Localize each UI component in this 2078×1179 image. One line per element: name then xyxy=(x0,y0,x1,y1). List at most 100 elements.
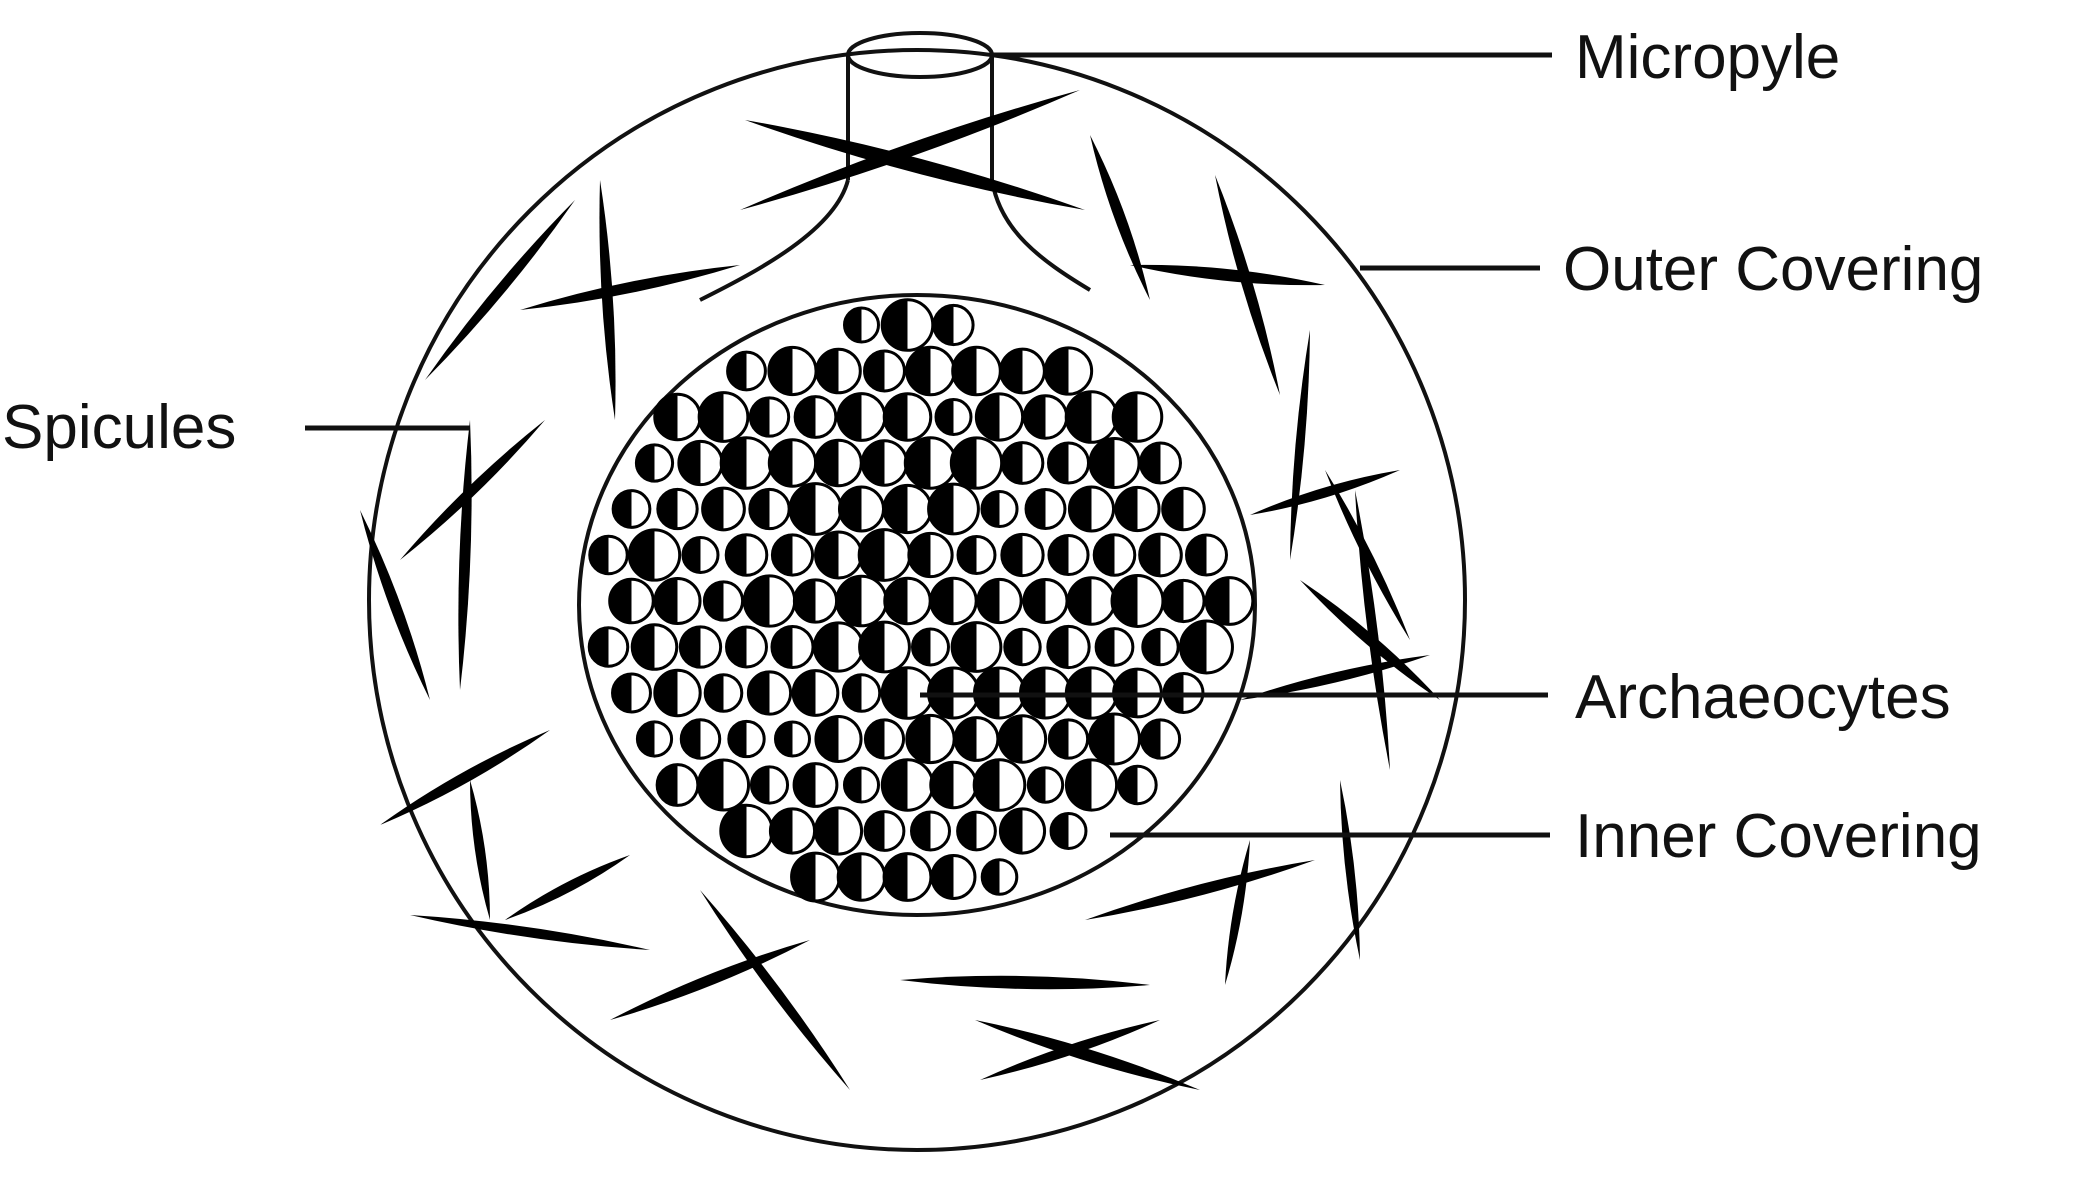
archaeocyte-cell xyxy=(1005,629,1040,664)
archaeocyte-cell xyxy=(955,718,998,761)
archaeocyte-cell xyxy=(680,627,720,667)
micropyle-label: Micropyle xyxy=(1575,23,1840,92)
archaeocyte-cell xyxy=(816,532,862,578)
archaeocyte-cell xyxy=(885,578,930,623)
archaeocyte-cell xyxy=(865,812,904,851)
archaeocyte-cell xyxy=(729,721,764,756)
spicule xyxy=(520,265,740,310)
archaeocyte-cell xyxy=(1113,393,1162,442)
archaeocyte-cell xyxy=(911,812,949,850)
archaeocyte-cell xyxy=(1143,629,1178,664)
archaeocyte-cell xyxy=(658,489,697,528)
archaeocyte-cell xyxy=(1045,348,1091,394)
archaeocyte-cell xyxy=(769,440,815,486)
archaeocyte-cell xyxy=(794,580,836,622)
archaeocyte-cell xyxy=(589,628,628,667)
archaeocyte-cell xyxy=(637,722,671,756)
spicule xyxy=(610,940,810,1020)
archaeocyte-cell xyxy=(1119,766,1156,803)
archaeocyte-cell xyxy=(1206,578,1253,625)
archaeocyte-cell xyxy=(655,670,700,715)
archaeocyte-cell xyxy=(1094,535,1135,576)
archaeocyte-cell xyxy=(750,489,789,528)
archaeocyte-cell xyxy=(1049,720,1087,758)
archaeocyte-cell xyxy=(790,484,841,535)
archaeocyte-cell xyxy=(844,768,878,802)
archaeocyte-cell xyxy=(681,720,719,758)
archaeocyte-cell xyxy=(814,623,862,671)
archaeocyte-cell xyxy=(953,347,1001,395)
archaeocyte-cell xyxy=(838,854,885,901)
archaeocyte-cell xyxy=(1069,487,1113,531)
archaeocyte-cell xyxy=(817,349,861,393)
archaeocyte-cell xyxy=(860,622,910,672)
archaeocyte-cell xyxy=(843,675,879,711)
archaeocyte-cell xyxy=(699,393,748,442)
archaeocyte-cell xyxy=(839,487,883,531)
spicule xyxy=(1250,470,1400,515)
spicule xyxy=(1085,860,1315,920)
archaeocyte-cell xyxy=(727,627,767,667)
spicule xyxy=(505,855,630,920)
spicule xyxy=(1225,840,1250,985)
spicule xyxy=(470,780,490,920)
archaeocyte-cell xyxy=(655,394,700,439)
archaeocyte-cell xyxy=(1112,576,1163,627)
archaeocyte-cell xyxy=(936,400,971,435)
spicule xyxy=(425,200,575,380)
archaeocyte-cell xyxy=(865,720,903,758)
archaeocyte-cell xyxy=(1066,760,1116,810)
archaeocyte-cell xyxy=(679,441,722,484)
archaeocyte-cell xyxy=(744,576,794,626)
archaeocyte-cell xyxy=(770,809,814,853)
archaeocyte-cell xyxy=(1026,490,1065,529)
archaeocyte-cell xyxy=(932,856,975,899)
archaeocyte-cell xyxy=(978,579,1021,622)
archaeocyte-cell xyxy=(705,675,742,712)
spicule xyxy=(599,180,615,420)
archaeocyte-cell xyxy=(951,438,1001,488)
archaeocyte-cell xyxy=(721,805,772,856)
archaeocyte-cell xyxy=(748,672,790,714)
archaeocyte-cell xyxy=(958,537,995,574)
archaeocyte-cell xyxy=(632,625,677,670)
spicule xyxy=(458,420,471,690)
archaeocyte-cell xyxy=(884,854,931,901)
archaeocyte-cell xyxy=(816,716,861,761)
archaeocyte-cell xyxy=(1140,534,1182,576)
archaeocyte-cell xyxy=(704,582,742,620)
archaeocyte-cell xyxy=(862,441,906,485)
archaeocyte-cell xyxy=(751,767,787,803)
archaeocyte-cell xyxy=(772,626,813,667)
archaeocyte-cell xyxy=(1090,438,1139,487)
archaeocyte-cell xyxy=(610,579,654,623)
archaeocyte-cell xyxy=(1028,768,1062,802)
archaeocyte-cell xyxy=(590,536,627,573)
archaeocytes-label: Archaeocytes xyxy=(1575,663,1951,732)
archaeocyte-cell xyxy=(815,808,861,854)
archaeocyte-cell xyxy=(905,438,955,488)
archaeocyte-cell xyxy=(772,535,812,575)
archaeocyte-cell xyxy=(721,438,772,489)
archaeocyte-cell xyxy=(1048,626,1089,667)
spicule xyxy=(1215,175,1280,395)
archaeocyte-cell xyxy=(934,305,973,344)
archaeocyte-cell xyxy=(1024,579,1067,622)
archaeocyte-cell xyxy=(657,765,698,806)
archaeocyte-cell xyxy=(974,760,1025,811)
archaeocyte-cell xyxy=(844,308,878,342)
archaeocyte-cell xyxy=(613,674,651,712)
archaeocyte-cell xyxy=(636,445,672,481)
archaeocyte-cell xyxy=(1001,349,1045,393)
archaeocyte-cell xyxy=(683,538,718,573)
spicule xyxy=(745,120,1085,210)
spicules-label: Spicules xyxy=(2,393,236,462)
archaeocyte-cell xyxy=(1090,714,1140,764)
spicule xyxy=(400,420,545,560)
archaeocyte-cell xyxy=(1096,629,1133,666)
archaeocyte-cell xyxy=(1181,621,1233,673)
inner-covering-label: Inner Covering xyxy=(1575,802,1982,871)
spicule xyxy=(1130,265,1325,285)
archaeocyte-cell xyxy=(982,491,1017,526)
archaeocyte-cell xyxy=(982,860,1017,895)
